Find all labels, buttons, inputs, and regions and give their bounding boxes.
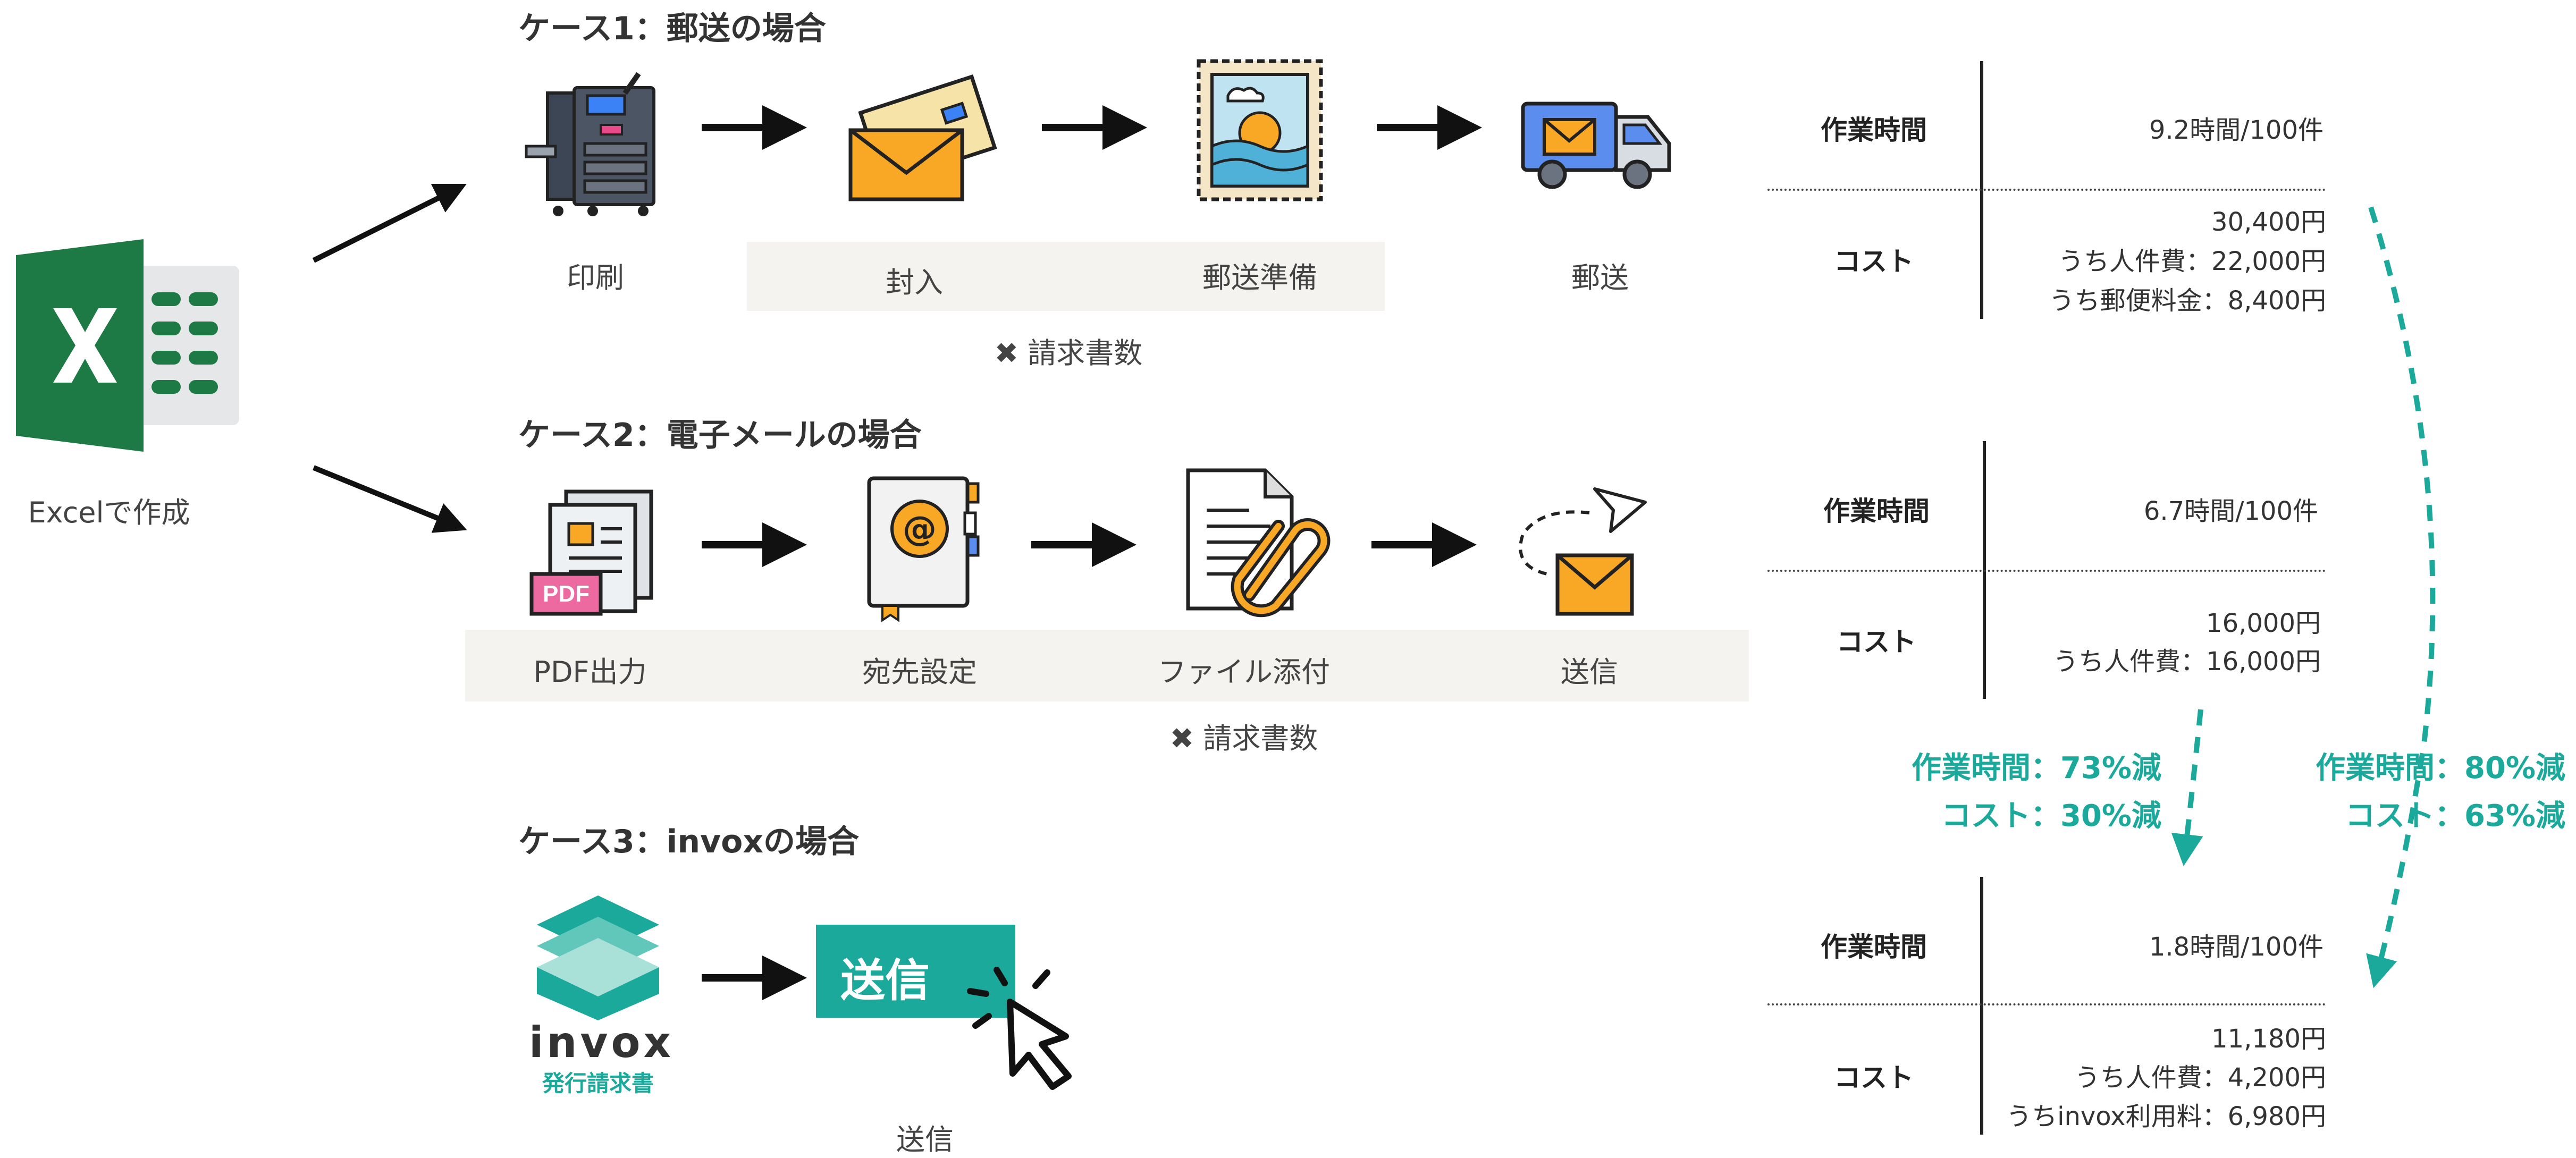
case1-time-label: 作業時間: [1821, 115, 1927, 146]
case1-cost-postage: うち郵便料金：8,400円: [2049, 286, 2326, 316]
envelope-icon: [848, 74, 997, 201]
case1-step-enclose: 封入: [886, 266, 943, 299]
case1-step-print: 印刷: [567, 261, 624, 294]
case2-time-value: 6.7時間/100件: [2143, 496, 2318, 526]
truck-icon: [1521, 102, 1671, 189]
file-attach-icon: [1186, 468, 1331, 618]
case1-time-value: 9.2時間/100件: [2149, 115, 2324, 145]
svg-text:PDF: PDF: [543, 581, 590, 607]
case1-metrics-rule: [1767, 189, 2326, 191]
case2-band: [465, 630, 1749, 701]
case3-cost-invox: うちinvox利用料：6,980円: [2006, 1102, 2326, 1131]
case2-cost-labor: うち人件費：16,000円: [2053, 647, 2321, 677]
invox-logo-word: invox: [529, 1018, 675, 1067]
case1-packing-band: [747, 242, 1385, 311]
case1-step-mail: 郵送: [1571, 261, 1629, 294]
invox-logo-icon: [537, 895, 659, 1020]
pdf-icon: PDF: [529, 489, 653, 616]
excel-icon: [16, 239, 239, 452]
svg-text:@: @: [903, 510, 937, 549]
reduction-mail-cost: コスト：63%減: [2345, 799, 2565, 833]
case3-cost-label: コスト: [1834, 1062, 1914, 1093]
case1-cost-total: 30,400円: [2211, 207, 2326, 237]
send-button[interactable]: 送信: [816, 925, 1015, 1018]
case2-time-label: 作業時間: [1823, 496, 1930, 527]
case3-time-label: 作業時間: [1821, 932, 1927, 962]
case1-heading: ケース1：郵送の場合: [518, 10, 826, 47]
case1-multiplier: ✖ 請求書数: [994, 336, 1143, 370]
case2-cost-total: 16,000円: [2206, 608, 2321, 638]
case2-multiplier: ✖ 請求書数: [1169, 722, 1318, 755]
case3-heading: ケース3：invoxの場合: [518, 823, 860, 860]
address-book-icon: @: [867, 476, 980, 622]
case2-step-send: 送信: [1561, 655, 1618, 689]
case3-cost-labor: うち人件費：4,200円: [2074, 1063, 2326, 1093]
case3-metrics-rule: [1767, 1003, 2326, 1005]
case2-step-address: 宛先設定: [862, 655, 977, 689]
reduction-mail-time: 作業時間：80%減: [2315, 751, 2565, 785]
case2-step-attach: ファイル添付: [1158, 655, 1330, 689]
printer-icon: [525, 72, 655, 216]
stamp-icon: [1197, 59, 1323, 201]
invox-logo-sub: 発行請求書: [542, 1070, 654, 1096]
send-button-label: 送信: [840, 954, 930, 1007]
case1-step-prepare: 郵送準備: [1202, 261, 1317, 294]
send-mail-icon: [1519, 487, 1647, 616]
case3-time-value: 1.8時間/100件: [2149, 932, 2324, 962]
case1-cost-label: コスト: [1834, 246, 1914, 277]
case2-metrics-rule: [1767, 570, 2326, 572]
case3-cost-total: 11,180円: [2211, 1024, 2326, 1054]
case3-step-send: 送信: [896, 1123, 954, 1156]
case2-heading: ケース2：電子メールの場合: [518, 417, 922, 454]
case1-cost-labor: うち人件費：22,000円: [2058, 247, 2326, 276]
excel-label: Excelで作成: [28, 496, 190, 529]
cursor-click-icon: [967, 967, 1072, 1090]
reduction-email-time: 作業時間：73%減: [1911, 751, 2161, 785]
reduction-email-cost: コスト：30%減: [1941, 799, 2161, 833]
case2-step-pdf: PDF出力: [533, 655, 647, 689]
case2-cost-label: コスト: [1837, 627, 1916, 657]
case3-metrics-divider: [1980, 877, 1983, 1135]
